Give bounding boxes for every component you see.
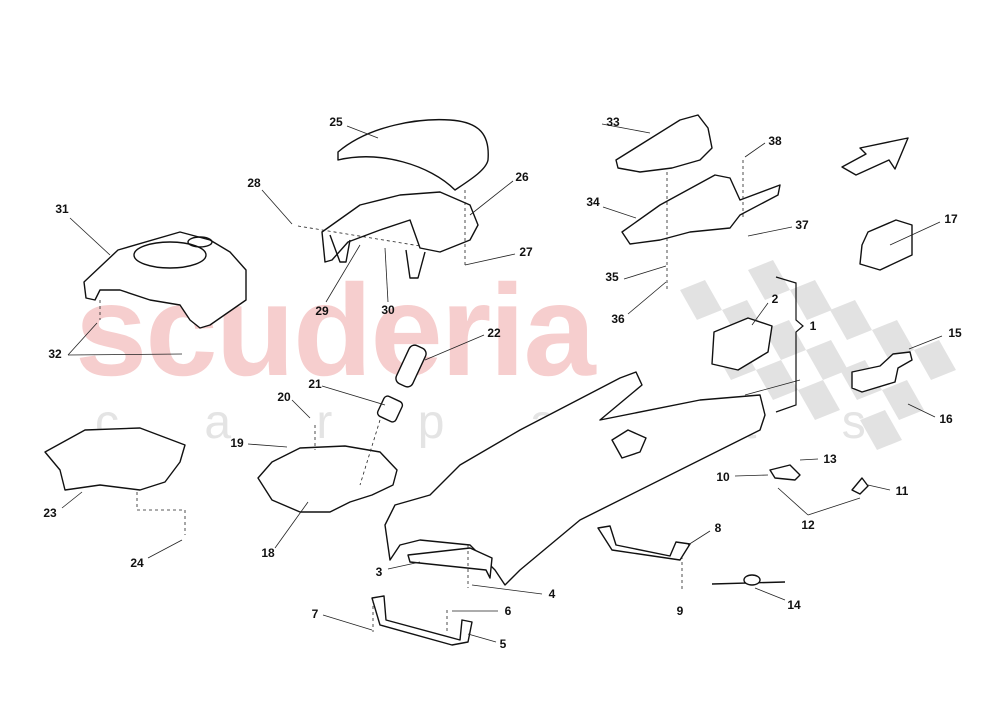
callout-38: 38 — [768, 134, 782, 148]
callout-30: 30 — [381, 303, 395, 317]
part-31-cover — [83, 231, 247, 329]
callout-12: 12 — [801, 518, 815, 532]
callout-36: 36 — [611, 312, 625, 326]
callout-5: 5 — [499, 637, 507, 651]
callout-25: 25 — [329, 115, 343, 129]
part-17-switch — [859, 219, 913, 271]
callout-24: 24 — [130, 556, 144, 570]
callout-11: 11 — [895, 484, 909, 498]
callout-23: 23 — [43, 506, 57, 520]
part-2-cup — [711, 317, 773, 371]
callout-10: 10 — [716, 470, 730, 484]
part-10-bracket — [769, 464, 801, 481]
callout-19: 19 — [230, 436, 244, 450]
part-5-bracket — [371, 595, 473, 646]
callout-34: 34 — [586, 195, 600, 209]
part-26-frame — [321, 191, 479, 263]
callout-27: 27 — [519, 245, 533, 259]
part-3-bracket — [407, 547, 493, 579]
part-1-console — [384, 371, 766, 586]
callout-21: 21 — [308, 377, 322, 391]
callout-7: 7 — [311, 607, 319, 621]
part-18-tray — [257, 445, 398, 513]
callout-1: 1 — [809, 319, 817, 333]
callout-18: 18 — [261, 546, 275, 560]
callout-37: 37 — [795, 218, 809, 232]
callout-15: 15 — [948, 326, 962, 340]
callout-4: 4 — [548, 587, 556, 601]
part-33-cover — [615, 114, 713, 173]
callout-9: 9 — [676, 604, 684, 618]
group-1-brace — [775, 276, 804, 413]
callout-17: 17 — [944, 212, 958, 226]
callout-22: 22 — [487, 326, 501, 340]
part-25-lid — [337, 118, 489, 191]
callout-32: 32 — [48, 347, 62, 361]
callout-3: 3 — [375, 565, 383, 579]
part-21-holder — [376, 395, 404, 423]
callout-26: 26 — [515, 170, 529, 184]
callout-20: 20 — [277, 390, 291, 404]
part-8-bracket — [597, 525, 691, 561]
callout-14: 14 — [787, 598, 801, 612]
callout-13: 13 — [823, 452, 837, 466]
callout-16: 16 — [939, 412, 953, 426]
part-34-tray — [621, 174, 781, 245]
callout-31: 31 — [55, 202, 69, 216]
callout-33: 33 — [606, 115, 620, 129]
callout-6: 6 — [504, 604, 512, 618]
part-22-socket — [395, 344, 427, 388]
callout-35: 35 — [605, 270, 619, 284]
callout-8: 8 — [714, 521, 722, 535]
part-11-clip — [851, 477, 869, 495]
callout-28: 28 — [247, 176, 261, 190]
callout-2: 2 — [771, 292, 779, 306]
direction-arrow-icon — [841, 137, 909, 176]
part-15-bracket — [851, 351, 913, 393]
part-23-tray — [44, 427, 186, 491]
callout-29: 29 — [315, 304, 329, 318]
